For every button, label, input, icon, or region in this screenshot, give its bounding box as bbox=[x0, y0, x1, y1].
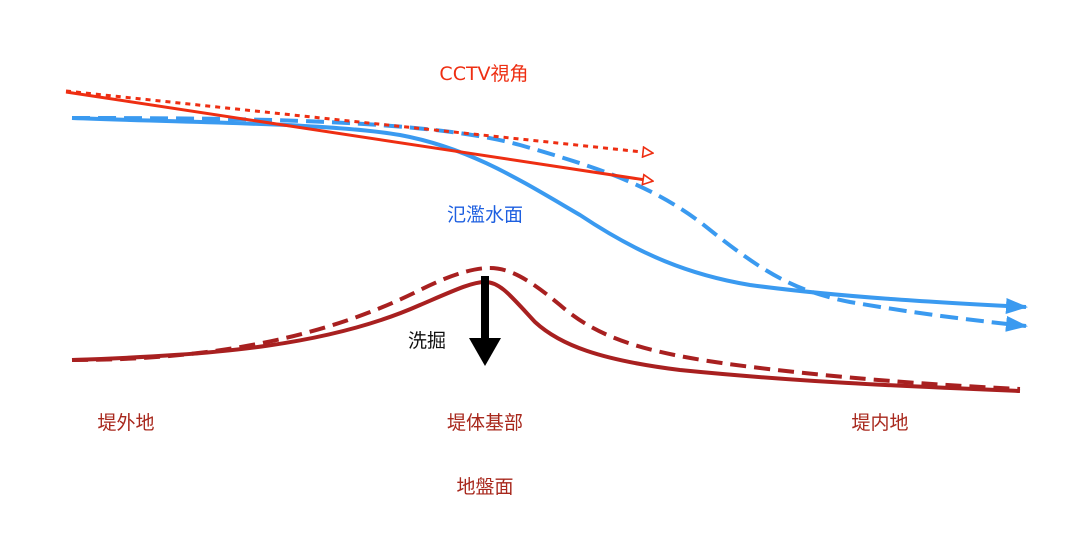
cctv-view-label: CCTV視角 bbox=[439, 63, 528, 85]
cctv-view-dotted-line bbox=[65, 89, 652, 153]
scour-arrow-head bbox=[469, 338, 501, 366]
cctv-view-line bbox=[65, 90, 652, 181]
flood-surface-dashed-line bbox=[71, 116, 1028, 332]
levee-base-label: 堤体基部 bbox=[447, 412, 523, 434]
ground-surface-label: 地盤面 bbox=[456, 476, 513, 498]
flood-surface-line bbox=[71, 116, 1028, 314]
flood-surface-label: 氾濫水面 bbox=[447, 204, 523, 226]
scour-arrow-shaft bbox=[481, 276, 489, 338]
ground-surface-line bbox=[71, 279, 1021, 393]
inner-land-label: 堤内地 bbox=[851, 412, 908, 434]
scour-label: 洗掘 bbox=[408, 330, 446, 352]
outer-land-label: 堤外地 bbox=[97, 412, 154, 434]
ground-surface-dashed-line bbox=[71, 265, 1021, 391]
